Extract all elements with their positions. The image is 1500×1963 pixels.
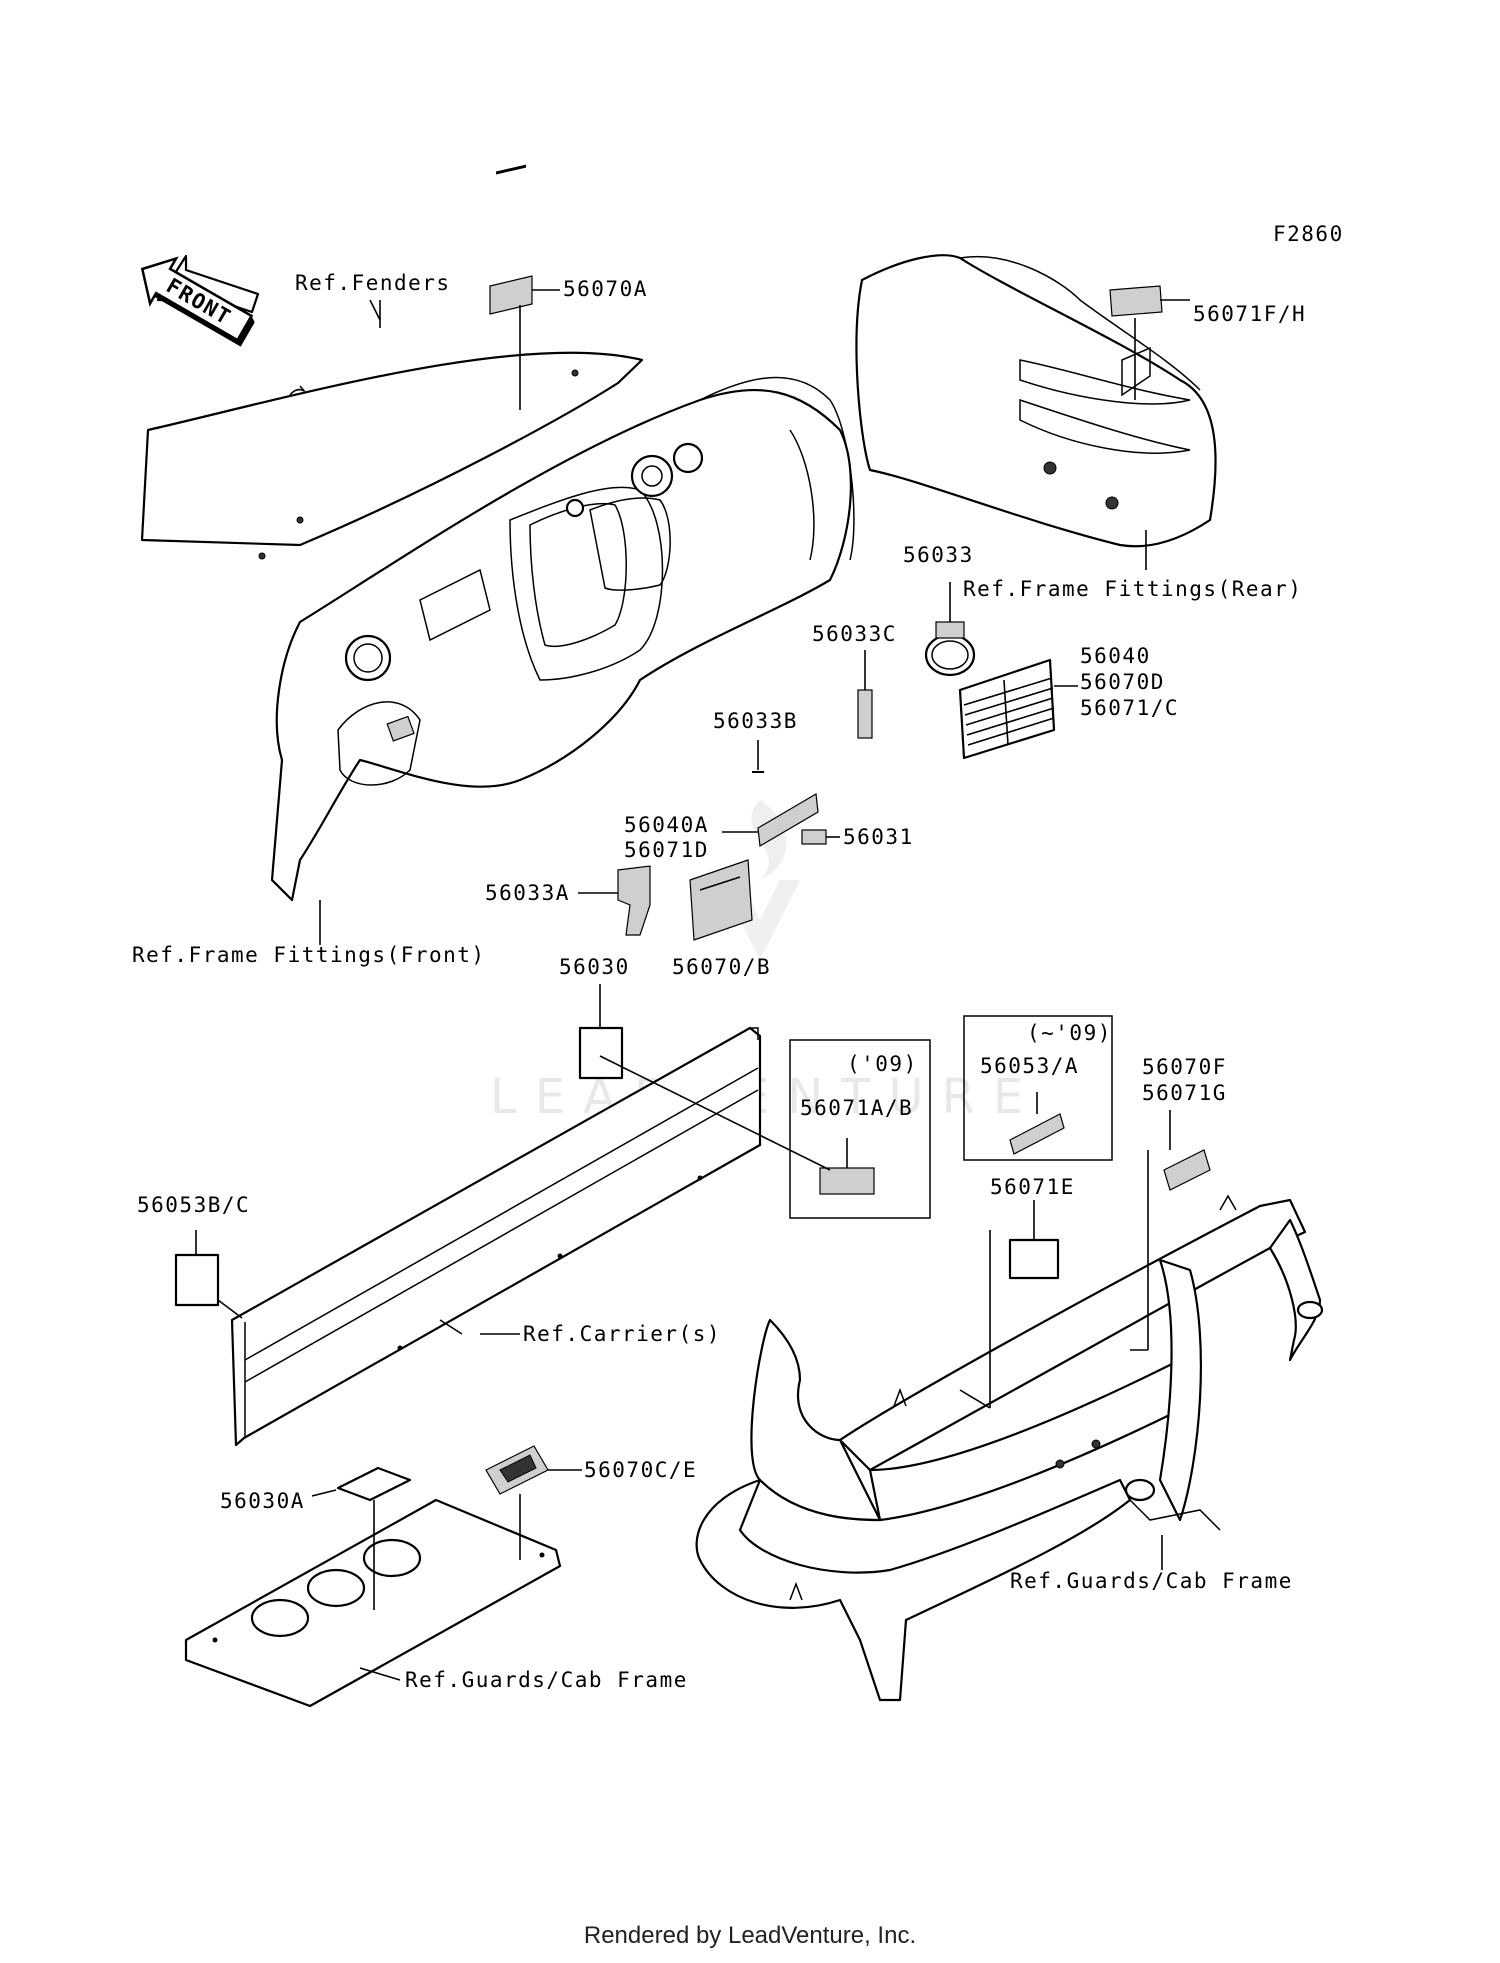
label-56071C: 56071/C [1080, 696, 1179, 720]
label-56071AB: 56071A/B [800, 1096, 913, 1120]
decal-56040-group [958, 658, 1056, 760]
decal-56071FH [1109, 285, 1163, 317]
decal-56070B [689, 859, 753, 941]
label-year-09: ('09) [847, 1052, 918, 1076]
decal-56033A [617, 865, 651, 936]
label-56040: 56040 [1080, 644, 1151, 668]
label-56071D: 56071D [624, 838, 709, 862]
label-56040A: 56040A [624, 813, 709, 837]
cab-frame [695, 1194, 1324, 1702]
label-ref-frame-rear: Ref.Frame Fittings(Rear) [963, 577, 1302, 601]
label-ref-carriers: Ref.Carrier(s) [523, 1322, 721, 1346]
label-ref-frame-front: Ref.Frame Fittings(Front) [132, 943, 486, 967]
label-56033B: 56033B [713, 709, 798, 733]
front-arrow-icon: FRONT [140, 254, 260, 347]
label-56071FH: 56071F/H [1193, 302, 1306, 326]
label-56070B: 56070/B [672, 955, 771, 979]
label-56030A: 56030A [220, 1489, 305, 1513]
carrier-panel [230, 1026, 762, 1447]
decal-56070CE [485, 1445, 549, 1495]
watermark-text: LEADVENTURE [490, 1069, 1041, 1125]
guard-plate [184, 1498, 562, 1708]
decal-56031 [801, 829, 827, 845]
decal-56070A [489, 164, 533, 315]
leader-lines [195, 289, 1190, 1681]
label-56070F: 56070F [1142, 1055, 1227, 1079]
year-note-box-09 [789, 1039, 931, 1219]
label-56070A: 56070A [563, 277, 648, 301]
decal-56033C [857, 689, 873, 739]
label-56071G: 56071G [1142, 1081, 1227, 1105]
label-56033: 56033 [903, 543, 974, 567]
label-ref-guards-right: Ref.Guards/Cab Frame [1010, 1569, 1293, 1593]
dashboard [270, 376, 855, 902]
decal-56030 [578, 1026, 624, 1080]
decal-56071E [1008, 1238, 1060, 1280]
decal-56070F [1163, 1149, 1211, 1191]
label-56071E: 56071E [990, 1175, 1075, 1199]
label-56070D: 56070D [1080, 670, 1165, 694]
clamp-56033 [924, 621, 976, 677]
label-56033A: 56033A [485, 881, 570, 905]
labels: Ref.Fenders 56070A 56071F/H 56033 Ref.Fr… [132, 271, 1306, 1692]
label-56053A: 56053/A [980, 1054, 1079, 1078]
label-56070CE: 56070C/E [584, 1458, 697, 1482]
decal-56053A [1009, 1113, 1065, 1155]
decal-56030A [336, 1466, 412, 1502]
decal-56053BC [174, 1253, 220, 1307]
label-56033C: 56033C [812, 622, 897, 646]
rear-fitting-panel [855, 254, 1217, 548]
label-56030: 56030 [559, 955, 630, 979]
label-56053BC: 56053B/C [137, 1193, 250, 1217]
figure-id: F2860 [1273, 222, 1344, 246]
label-56031: 56031 [843, 825, 914, 849]
footer-credit: Rendered by LeadVenture, Inc. [583, 1922, 917, 1949]
year-note-box-upto09 [963, 1015, 1113, 1161]
label-year-upto09: (~'09) [1027, 1021, 1112, 1045]
fender-panel [140, 351, 644, 560]
label-ref-fenders: Ref.Fenders [295, 271, 451, 295]
decal-56040A [757, 793, 819, 847]
decal-56071AB [819, 1167, 875, 1195]
label-ref-guards-left: Ref.Guards/Cab Frame [405, 1668, 688, 1692]
